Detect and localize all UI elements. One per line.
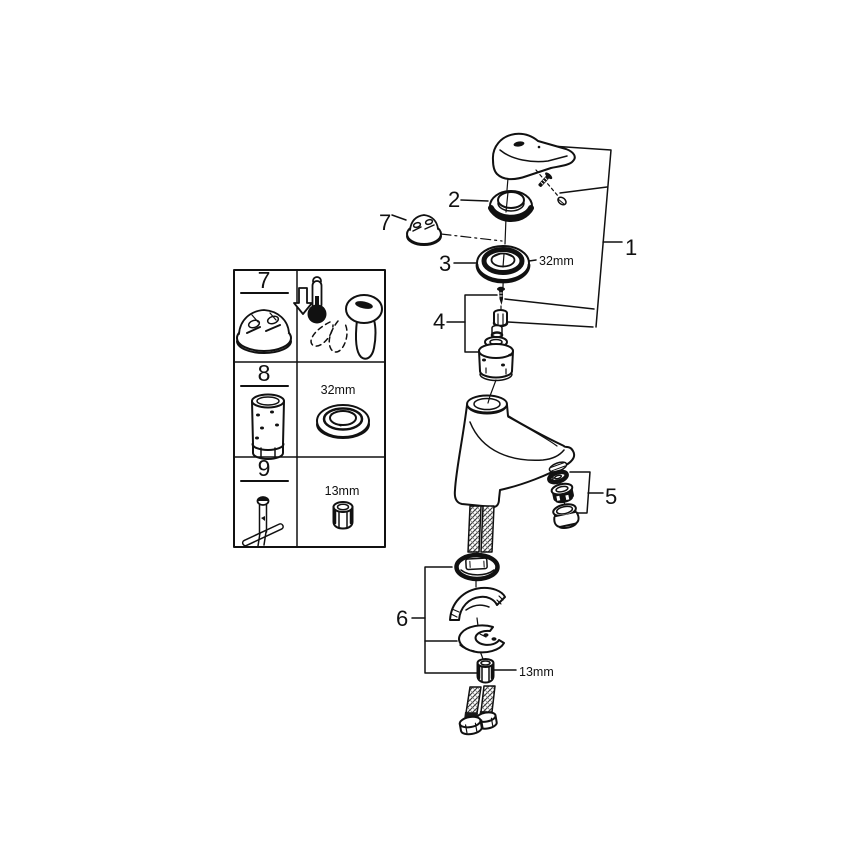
callout-7-leader [391,214,407,221]
callout-4-bracket [446,294,498,353]
mounting-nut-icon [332,501,354,530]
curved-spacer [449,586,506,621]
escutcheon-ring [475,245,531,284]
faucet-body [453,394,576,508]
cartridge [478,324,514,382]
cartridge-nut-adapter [492,309,509,328]
cartridge-screw [497,286,505,305]
callout-2-leader [460,199,489,202]
supply-hoses [467,505,495,553]
callout-6-bracket [411,566,478,674]
faucet-handle [491,132,576,181]
callout-2-label: 2 [448,187,460,212]
lever-handle-icon [310,294,383,360]
mounting-nut-size-label: 13mm [519,665,554,679]
aerator-housing [552,503,580,530]
horseshoe-mounting-bracket [458,624,505,654]
mounting-rod-tool-icon [241,496,284,547]
escutcheon-size-leader [528,259,537,262]
callout-6-label: 6 [396,606,408,631]
callout-4-label: 4 [433,309,445,334]
legend-row-8-size-label: 32mm [321,383,356,397]
escutcheon-ring-icon [316,404,370,439]
callout-1-bracket [504,145,623,328]
flow-regulator [550,482,574,504]
callout-5-label: 5 [605,484,617,509]
callout-1-label: 1 [625,235,637,260]
handle-screw-washer [557,196,567,206]
legend-row-8-number: 8 [258,360,271,386]
aerator-o-ring [547,469,569,485]
handle-screw [535,169,567,206]
base-gasket-ring [454,552,500,582]
legend-row-9-number: 9 [258,455,271,481]
hose-connectors [458,685,498,736]
temperature-limiter-part [406,214,442,246]
escutcheon-size-label: 32mm [539,254,574,268]
legend-row-7-number: 7 [258,267,271,293]
mounting-nut [476,658,495,684]
alignment-dash-dot-line [440,233,503,242]
handle-top-slot [513,141,525,147]
lower-temperature-arrow-icon [293,287,313,315]
thermometer-icon [307,276,327,324]
callout-3-label: 3 [439,251,451,276]
legend-table: 7 8 [233,267,386,548]
handle-cap-ring [488,190,534,222]
legend-row-9-size-label: 13mm [325,484,360,498]
temperature-limiter-icon [236,309,292,354]
callout-7-label: 7 [379,210,391,235]
cartridge-sleeve-icon [251,393,285,460]
